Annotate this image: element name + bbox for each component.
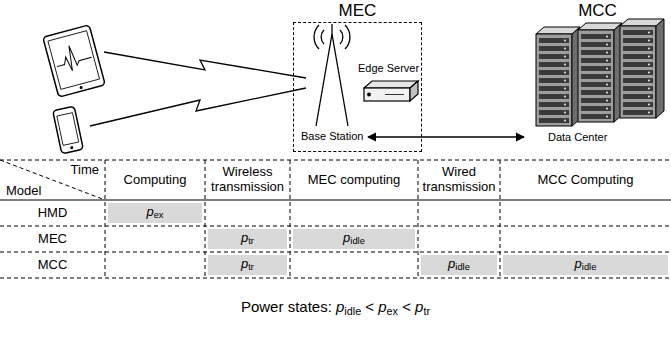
power-symbol: p: [378, 298, 386, 315]
mec-region: MECBase StationEdge Server: [293, 22, 422, 152]
table-rule: [0, 252, 671, 253]
power-symbol: p: [241, 256, 248, 271]
power-cell-fill: [208, 229, 287, 249]
power-state: pidle: [500, 252, 671, 278]
power-subscript: idle: [582, 262, 597, 272]
table-cell: MEC computing: [290, 160, 418, 200]
table-rule: [290, 160, 291, 278]
tower-icon: [314, 24, 350, 126]
table-cell: Wired transmission: [418, 160, 500, 200]
table-cell: Time: [56, 162, 102, 178]
table-cell: Model: [3, 183, 55, 199]
power-symbol: p: [448, 256, 455, 271]
power-subscript: tr: [248, 262, 254, 272]
power-symbol: p: [415, 298, 423, 315]
table-rule: [0, 226, 671, 227]
wireless-link: [90, 88, 306, 126]
power-cell-fill: [208, 255, 287, 275]
edge-server-icon: [364, 81, 418, 101]
server-rack: [620, 19, 664, 118]
table-rule: [205, 160, 206, 278]
header-diagonal: [0, 160, 105, 200]
edge-server: Edge Server: [356, 61, 422, 77]
node-label: Edge Server: [358, 62, 420, 75]
server-rack: [578, 23, 622, 122]
table-cell: HMD: [0, 200, 105, 226]
table-rule: [0, 278, 671, 279]
power-subscript: idle: [350, 236, 365, 246]
wired-link: [368, 136, 524, 137]
power-state: pidle: [418, 252, 500, 278]
power-state: pidle: [290, 226, 418, 252]
power-symbol: p: [336, 298, 344, 315]
table-cell: MCC Computing: [500, 160, 671, 200]
table-rule: [500, 160, 501, 278]
power-cell-fill: [503, 255, 668, 275]
power-state: pex: [105, 200, 205, 226]
table-cell: Computing: [105, 160, 205, 200]
power-subscript: idle: [455, 262, 470, 272]
power-symbol: p: [575, 256, 582, 271]
region-heading: MCC: [526, 1, 669, 21]
table-grid: [0, 160, 671, 278]
table-cell: MCC: [0, 252, 105, 278]
base-station: Base Station: [299, 129, 366, 145]
node-label: Data Center: [548, 131, 607, 144]
table-cell: MEC: [0, 226, 105, 252]
table-cell: Wireless transmission: [205, 160, 290, 200]
power-subscript: tr: [423, 305, 430, 317]
power-symbol: p: [343, 230, 350, 245]
caption: Power states: pidle < pex < ptr: [0, 298, 671, 317]
power-symbol: p: [146, 204, 153, 219]
data-center: MCC Data Center: [526, 0, 669, 150]
tablet-icon: [43, 25, 105, 97]
power-state: ptr: [205, 226, 290, 252]
wireless-link: [104, 52, 306, 78]
server-rack: [536, 27, 580, 126]
region-heading: MEC: [294, 1, 421, 21]
power-subscript: ex: [387, 305, 398, 317]
power-state: ptr: [205, 252, 290, 278]
node-label: Base Station: [301, 130, 364, 143]
power-subscript: tr: [248, 236, 254, 246]
table-rule: [105, 160, 106, 278]
power-cell-fill: [108, 203, 202, 223]
phone-icon: [53, 106, 84, 154]
power-cell-fill: [293, 229, 415, 249]
data-center-icon: [536, 19, 664, 126]
table-rule: [0, 160, 671, 161]
power-subscript: idle: [344, 305, 361, 317]
table-rule: [0, 200, 671, 201]
power-subscript: ex: [154, 210, 164, 220]
power-cell-fill: [421, 255, 497, 275]
table-rule: [418, 160, 419, 278]
power-symbol: p: [241, 230, 248, 245]
